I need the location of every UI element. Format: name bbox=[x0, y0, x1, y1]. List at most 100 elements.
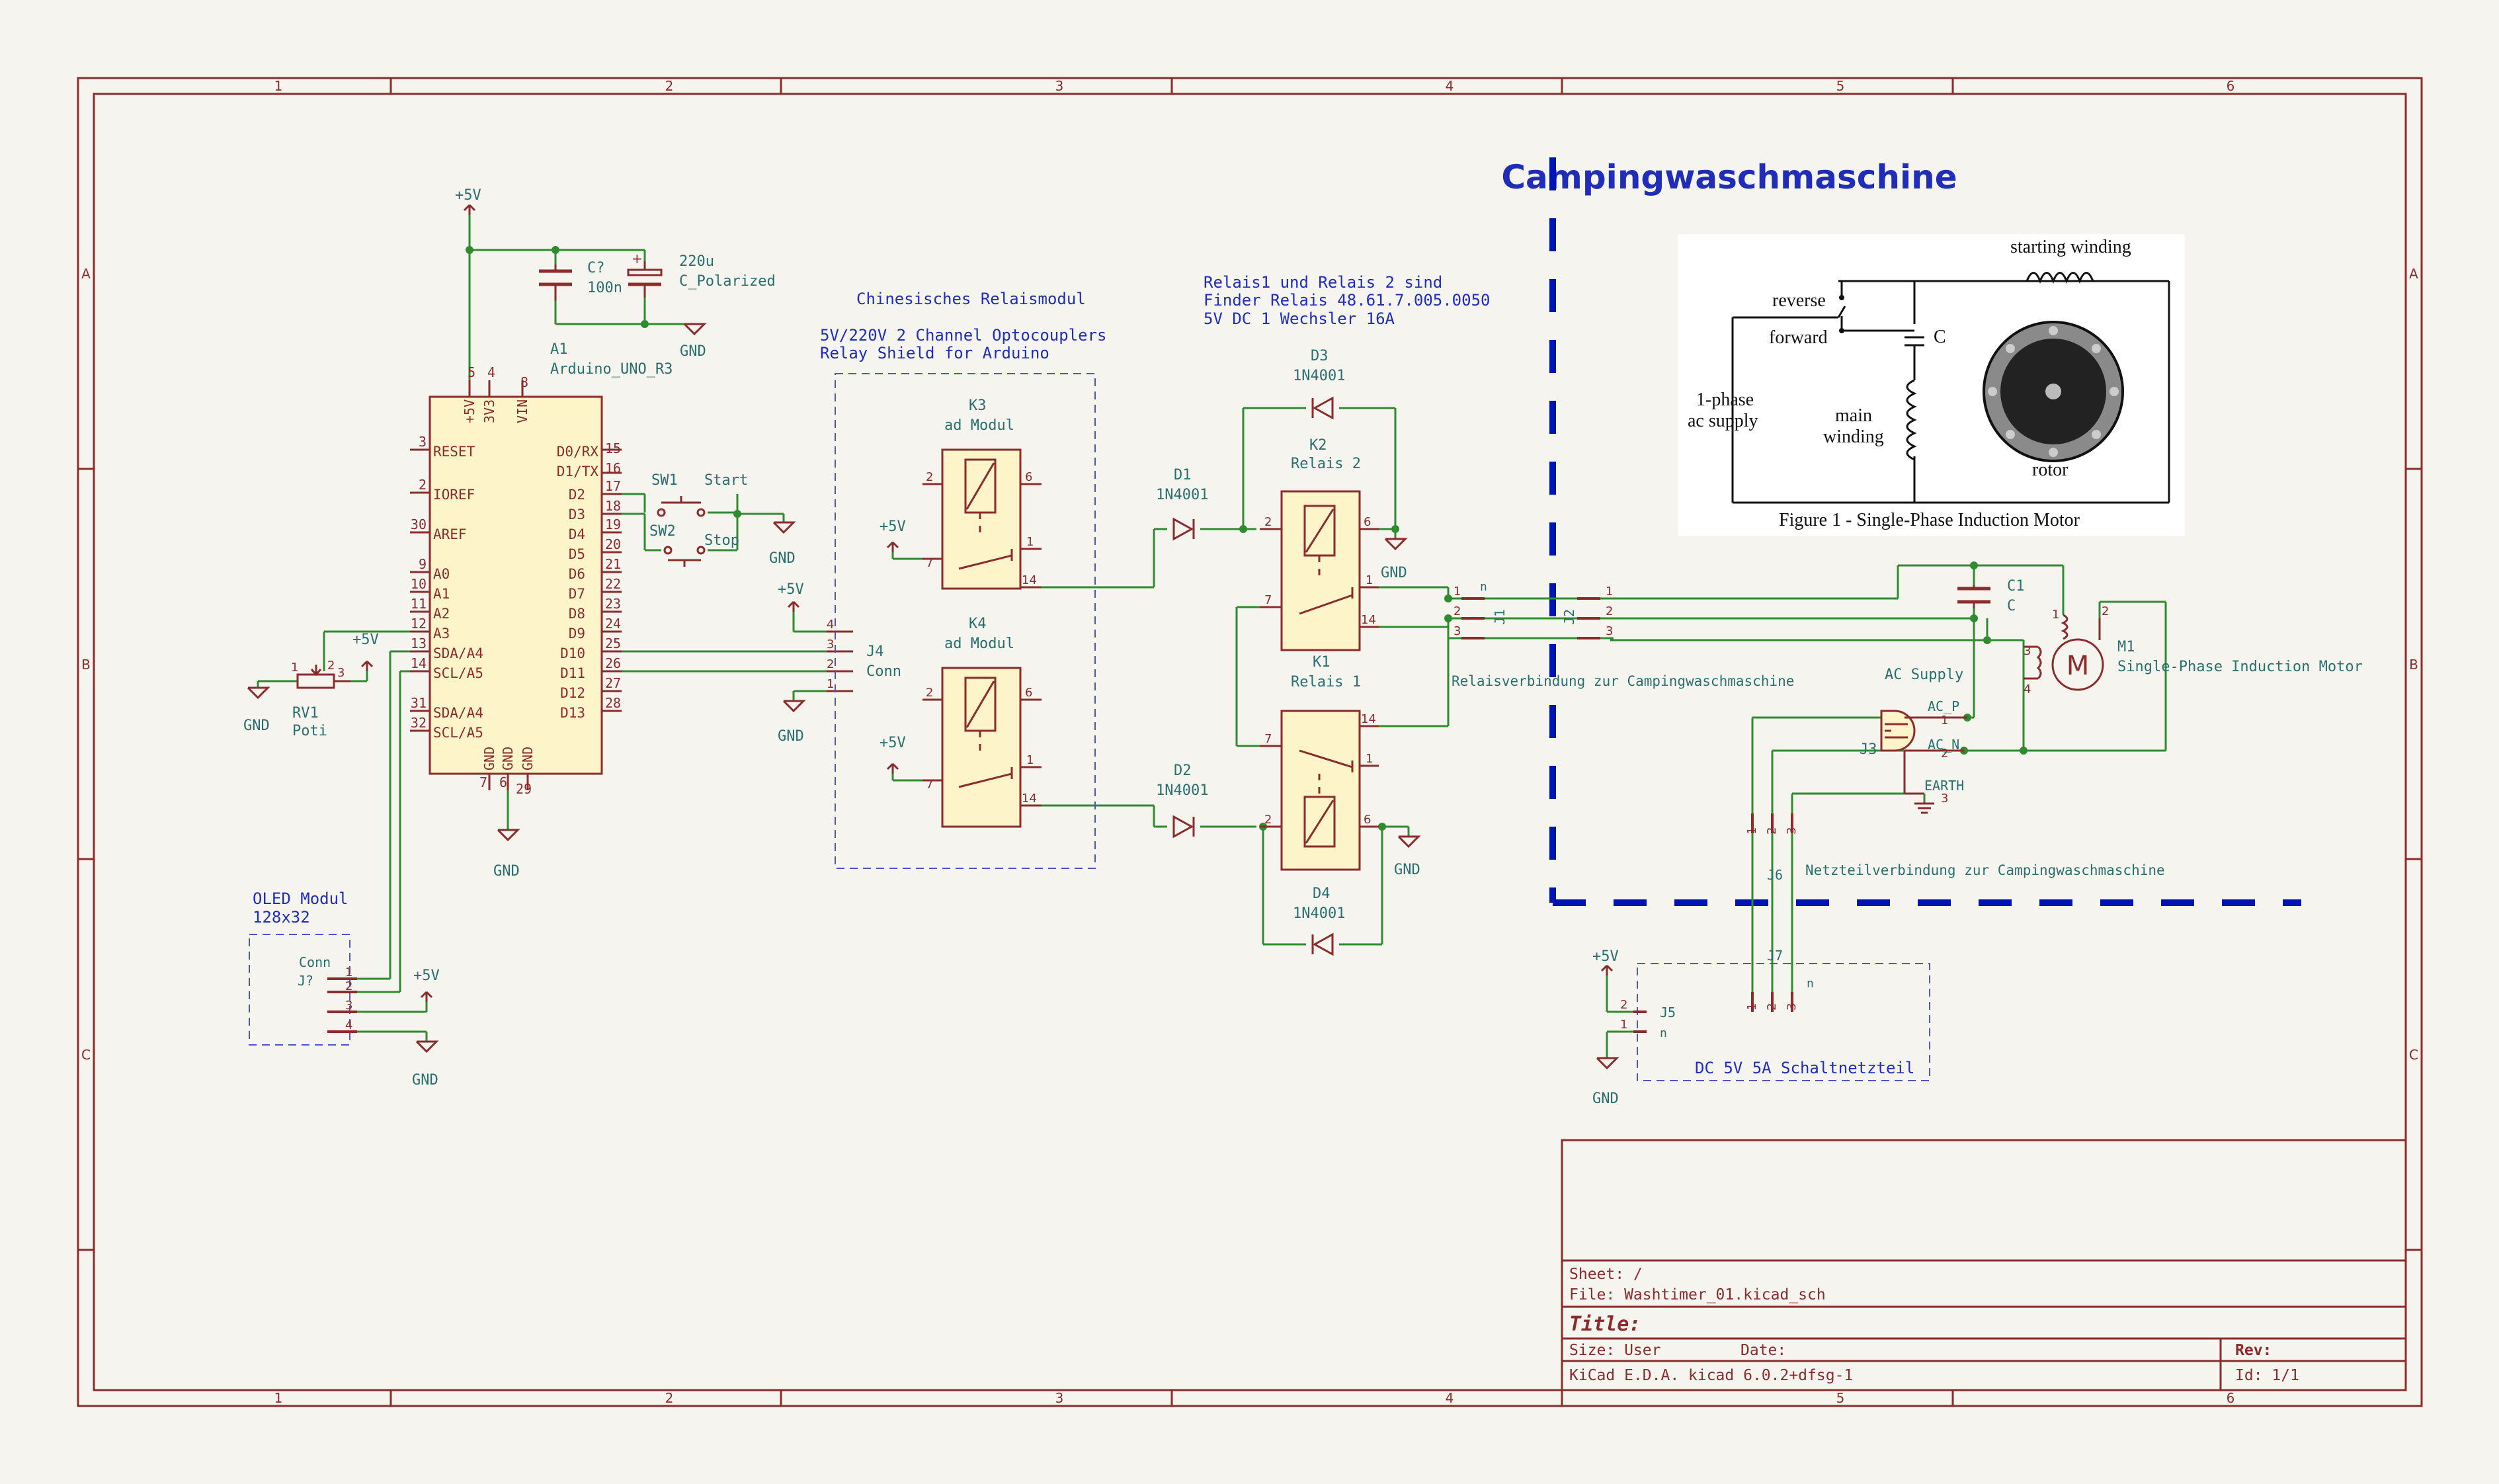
pin-num: 10 bbox=[411, 576, 427, 592]
connector-j5: 21 J5 n bbox=[1620, 998, 1676, 1040]
power-symbols bbox=[247, 204, 1934, 1070]
svg-text:2: 2 bbox=[1264, 515, 1272, 529]
svg-text:3: 3 bbox=[1785, 827, 1799, 835]
j5-n: n bbox=[1660, 1026, 1667, 1040]
j3-value: AC Supply bbox=[1885, 667, 1963, 683]
wires bbox=[257, 215, 2167, 1058]
diode-d1: D1 1N4001 bbox=[1156, 467, 1208, 541]
svg-text:1: 1 bbox=[1745, 1003, 1759, 1010]
pin-num: 2 bbox=[419, 477, 427, 493]
motor-figure: starting winding reverse forward C 1-pha… bbox=[1678, 234, 2185, 536]
col-label: 1 bbox=[274, 1390, 283, 1406]
section-divider bbox=[1549, 157, 2301, 906]
svg-text:7: 7 bbox=[1264, 593, 1272, 607]
pin-num: 15 bbox=[605, 440, 621, 456]
svg-text:3: 3 bbox=[1941, 792, 1948, 805]
pin-name: D6 bbox=[569, 566, 585, 582]
svg-text:3: 3 bbox=[827, 638, 834, 651]
fig-starting: starting winding bbox=[2010, 237, 2131, 257]
switch-sw2: SW2 Stop bbox=[649, 523, 739, 567]
rv1-ref: RV1 bbox=[292, 705, 319, 721]
fig-main2: winding bbox=[1823, 427, 1884, 447]
svg-text:14: 14 bbox=[1022, 573, 1037, 587]
row-label: B bbox=[81, 657, 91, 673]
ac-n-label: AC_N bbox=[1928, 737, 1959, 753]
svg-text:2: 2 bbox=[2102, 604, 2109, 618]
pin-num: 8 bbox=[520, 374, 528, 390]
pin-num: 12 bbox=[411, 616, 427, 632]
frame-labels: 1 2 3 4 5 6 1 2 3 4 5 6 A B C A B C bbox=[81, 78, 2418, 1406]
svg-text:3: 3 bbox=[1606, 624, 1613, 638]
pin-name: A3 bbox=[433, 626, 450, 641]
d4-value: 1N4001 bbox=[1293, 905, 1345, 922]
note-shield-2: Relay Shield for Arduino bbox=[820, 344, 1049, 362]
pin-name: D1/TX bbox=[557, 464, 599, 479]
pin-num: 27 bbox=[605, 675, 621, 691]
tb-sheet: Sheet: / bbox=[1569, 1266, 1643, 1283]
row-label: B bbox=[2409, 657, 2418, 673]
j3-ref: J3 bbox=[1860, 741, 1877, 758]
pin-name: A1 bbox=[433, 586, 450, 602]
pin-num: 20 bbox=[605, 536, 621, 552]
svg-text:7: 7 bbox=[1264, 732, 1272, 746]
col-label: 2 bbox=[665, 1390, 674, 1406]
earth-label: EARTH bbox=[1924, 778, 1964, 794]
p5v-label: +5V bbox=[880, 518, 906, 535]
col-label: 5 bbox=[1836, 78, 1845, 94]
svg-text:1: 1 bbox=[1026, 535, 1034, 549]
oled-conn: Conn bbox=[299, 954, 331, 970]
j2-ref: J2 bbox=[1561, 609, 1577, 625]
m1-ref: M1 bbox=[2117, 639, 2135, 655]
pin-num: 11 bbox=[411, 596, 427, 612]
pin-num: 5 bbox=[468, 364, 475, 380]
svg-text:2: 2 bbox=[327, 659, 335, 673]
pin-name: 3V3 bbox=[481, 399, 497, 423]
svg-text:3: 3 bbox=[1785, 1003, 1799, 1010]
svg-text:+: + bbox=[632, 251, 643, 267]
diode-d2: D2 1N4001 bbox=[1156, 763, 1208, 839]
capacitor-c7: C? 100n bbox=[539, 260, 622, 301]
relay-module-notes: Chinesisches Relaismodul 5V/220V 2 Chann… bbox=[820, 290, 1106, 362]
svg-text:7: 7 bbox=[926, 778, 933, 792]
capacitor-c1: C1 C bbox=[1957, 578, 2025, 614]
note-relaisverbindung: Relaisverbindung zur Campingwaschmaschin… bbox=[1452, 673, 1794, 689]
pin-name: D8 bbox=[569, 606, 585, 622]
svg-text:4: 4 bbox=[2024, 682, 2031, 696]
svg-text:2: 2 bbox=[926, 686, 933, 700]
svg-text:1: 1 bbox=[1366, 752, 1373, 766]
svg-text:1: 1 bbox=[1366, 573, 1373, 587]
svg-text:1: 1 bbox=[1026, 753, 1034, 767]
pin-name: GND bbox=[500, 747, 516, 770]
pin-num: 31 bbox=[411, 695, 427, 711]
pin-num: 29 bbox=[516, 781, 532, 797]
d1-ref: D1 bbox=[1174, 467, 1192, 483]
k3-value: ad Modul bbox=[944, 417, 1014, 434]
tb-id: Id: 1/1 bbox=[2235, 1367, 2299, 1384]
relay-module-box bbox=[835, 373, 1096, 869]
svg-text:1: 1 bbox=[2052, 608, 2059, 622]
d3-value: 1N4001 bbox=[1293, 368, 1345, 384]
switch-sw1: SW1 Start bbox=[651, 472, 748, 517]
c1-value: C bbox=[2007, 598, 2016, 614]
pin-name: D2 bbox=[569, 487, 585, 503]
pin-name: A0 bbox=[433, 566, 450, 582]
fig-cap: C bbox=[1934, 327, 1946, 347]
pin-num: 6 bbox=[499, 774, 507, 790]
svg-text:1: 1 bbox=[1454, 585, 1461, 598]
gnd-label: GND bbox=[1592, 1091, 1619, 1107]
note-oled-2: 128x32 bbox=[253, 908, 310, 927]
svg-text:4: 4 bbox=[827, 618, 834, 632]
svg-text:4: 4 bbox=[345, 1018, 352, 1032]
pin-num: 4 bbox=[487, 364, 495, 380]
pin-name: RESET bbox=[433, 444, 475, 460]
fig-forward: forward bbox=[1769, 327, 1828, 348]
pin-num: 13 bbox=[411, 636, 427, 651]
junctions bbox=[466, 246, 2028, 831]
diode-d3: D3 1N4001 bbox=[1293, 348, 1345, 420]
j4-ref: J4 bbox=[866, 643, 884, 660]
title-block: Sheet: / File: Washtimer_01.kicad_sch Ti… bbox=[1561, 1139, 2407, 1391]
